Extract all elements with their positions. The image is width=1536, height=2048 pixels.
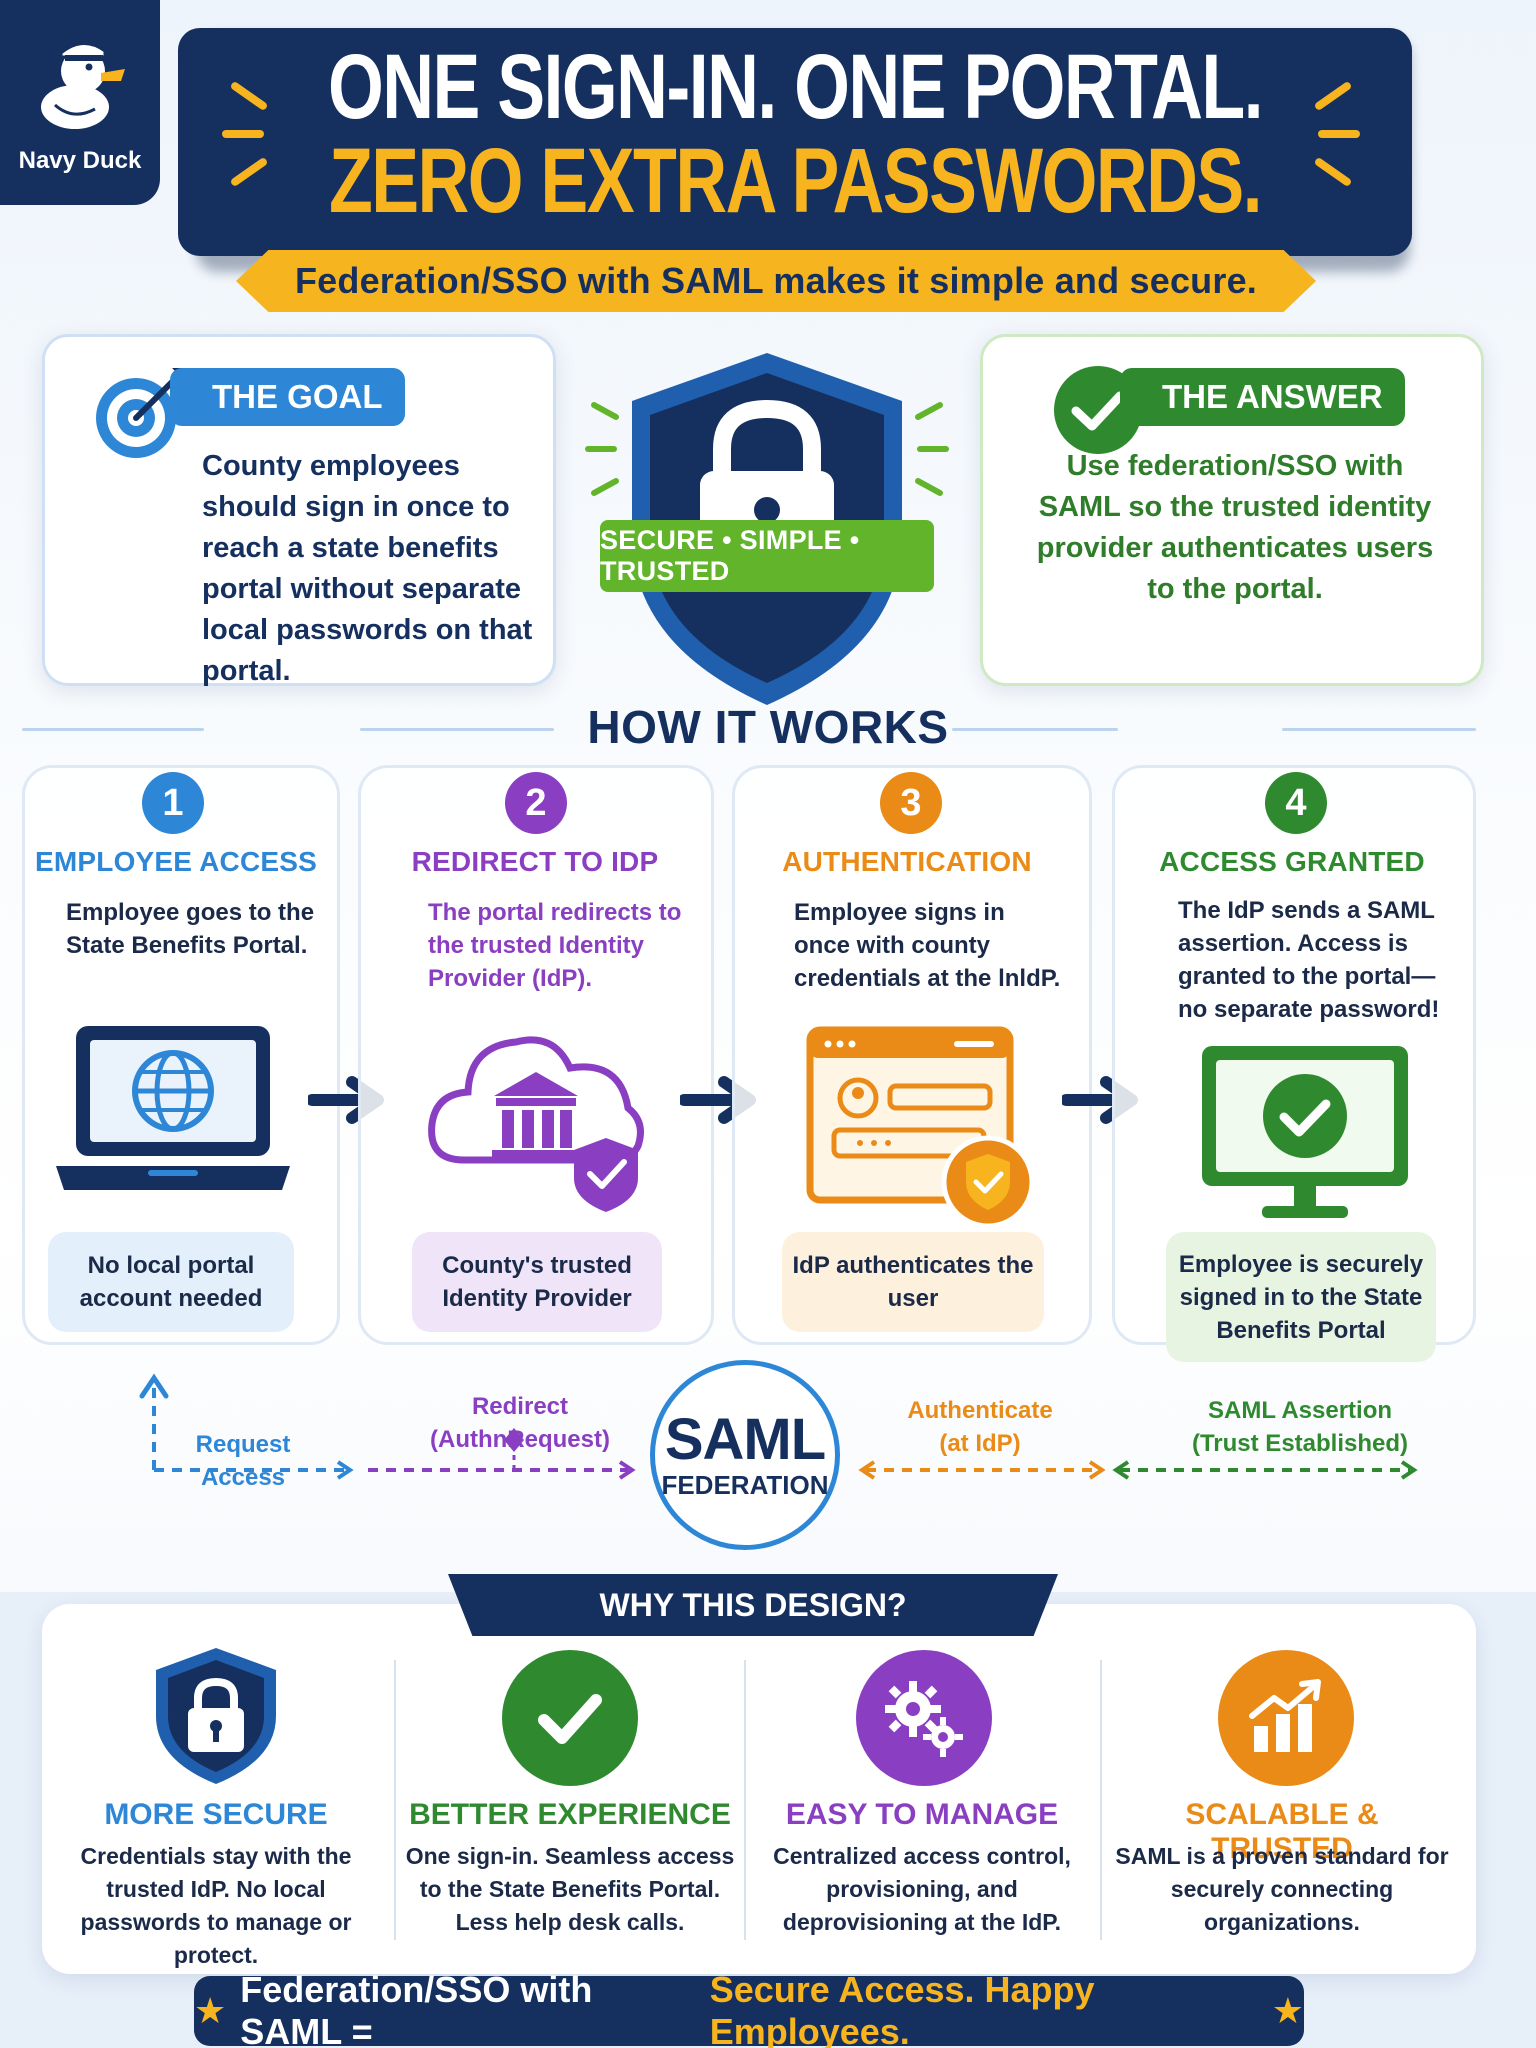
column-divider <box>1100 1660 1102 1940</box>
step-desc-2: The portal redirects to the trusted Iden… <box>428 899 682 992</box>
shield-label: SECURE • SIMPLE • TRUSTED <box>600 520 934 592</box>
column-divider <box>394 1660 396 1940</box>
step-number-3: 3 <box>880 772 942 834</box>
goal-title: THE GOAL <box>170 368 405 426</box>
why-item-title-4: SCALABLE & TRUSTED <box>1185 1798 1379 1865</box>
step-desc-4: The IdP sends a SAML assertion. Access i… <box>1178 897 1440 1023</box>
why-item-text-3: Centralized access control, provisioning… <box>773 1843 1071 1935</box>
step-number-2: 2 <box>505 772 567 834</box>
laptop-globe-icon <box>56 1026 290 1190</box>
divider-line <box>22 728 204 731</box>
check-circle-icon <box>502 1650 638 1786</box>
star-icon: ★ <box>194 1990 227 2031</box>
step-foot-1: No local portal account needed <box>48 1232 294 1332</box>
cloud-bank-icon <box>428 1036 644 1212</box>
step-desc-3: Employee signs in once with county crede… <box>794 899 1061 992</box>
subtitle-bar: Federation/SSO with SAML makes it simple… <box>236 250 1316 312</box>
flow-label-request: Request Access <box>195 1431 291 1491</box>
saml-badge-subtitle: FEDERATION <box>661 1469 829 1500</box>
monitor-check-icon <box>1202 1046 1408 1218</box>
column-divider <box>744 1660 746 1940</box>
why-item-title-3: EASY TO MANAGE <box>785 1798 1059 1831</box>
shield-lock-icon <box>156 1648 276 1784</box>
step-foot-3: IdP authenticates the user <box>782 1232 1044 1332</box>
step-number-4: 4 <box>1265 772 1327 834</box>
subtitle: Federation/SSO with SAML makes it simple… <box>294 260 1257 301</box>
answer-title: THE ANSWER <box>1120 368 1405 426</box>
goal-text: County employees should sign in once to … <box>202 450 533 687</box>
divider-line <box>952 728 1118 731</box>
header-banner <box>178 28 1412 256</box>
brand-logo: Navy Duck <box>0 0 160 205</box>
headline-line-1: ONE SIGN-IN. ONE PORTAL. <box>327 36 1264 138</box>
why-item-text-4: SAML is a proven standard for securely c… <box>1115 1843 1449 1935</box>
footer-bar: ★ Federation/SSO with SAML = Secure Acce… <box>194 1969 1304 2048</box>
saml-federation-badge: SAML FEDERATION <box>650 1360 840 1550</box>
footer-tail: Secure Access. Happy Employees. <box>709 1969 1095 2048</box>
step-title-3: AUTHENTICATION <box>782 846 1032 877</box>
divider-line <box>1282 728 1476 731</box>
step-foot-4: Employee is securely signed in to the St… <box>1166 1232 1436 1362</box>
flow-label-authenticate: Authenticate (at IdP) <box>907 1397 1053 1457</box>
gears-icon <box>856 1650 992 1786</box>
step-desc-1: Employee goes to the State Benefits Port… <box>66 899 315 959</box>
login-window-icon <box>806 1026 1035 1228</box>
divider-line <box>360 728 554 731</box>
why-card <box>42 1604 1476 1974</box>
why-title: WHY THIS DESIGN? <box>448 1574 1058 1636</box>
step-number-1: 1 <box>142 772 204 834</box>
duck-icon <box>41 42 125 129</box>
footer-lead: Federation/SSO with SAML = <box>240 1969 593 2048</box>
saml-badge-title: SAML <box>664 1406 826 1472</box>
step-title-2: REDIRECT TO IDP <box>411 846 659 877</box>
star-icon: ★ <box>1271 1990 1304 2031</box>
step-title-4: ACCESS GRANTED <box>1159 846 1425 877</box>
flow-label-redirect: Redirect (AuthnRequest) <box>430 1393 610 1453</box>
how-it-works-title: HOW IT WORKS <box>587 701 949 753</box>
step-foot-2: County's trusted Identity Provider <box>412 1232 662 1332</box>
step-title-1: EMPLOYEE ACCESS <box>34 846 317 877</box>
headline-line-2: ZERO EXTRA PASSWORDS. <box>328 130 1263 232</box>
why-item-text-2: One sign-in. Seamless access to the Stat… <box>405 1843 735 1935</box>
growth-chart-icon <box>1218 1650 1354 1786</box>
answer-text: Use federation/SSO with SAML so the trus… <box>1036 450 1434 605</box>
flow-label-assertion: SAML Assertion (Trust Established) <box>1191 1397 1409 1457</box>
why-item-text-1: Credentials stay with the trusted IdP. N… <box>80 1843 352 1968</box>
why-item-title-2: BETTER EXPERIENCE <box>409 1798 731 1831</box>
headline: ONE SIGN-IN. ONE PORTAL. ZERO EXTRA PASS… <box>314 40 1277 228</box>
why-item-title-1: MORE SECURE <box>104 1798 328 1831</box>
flow-lines <box>139 1373 1418 1480</box>
brand-name: Navy Duck <box>18 147 142 174</box>
